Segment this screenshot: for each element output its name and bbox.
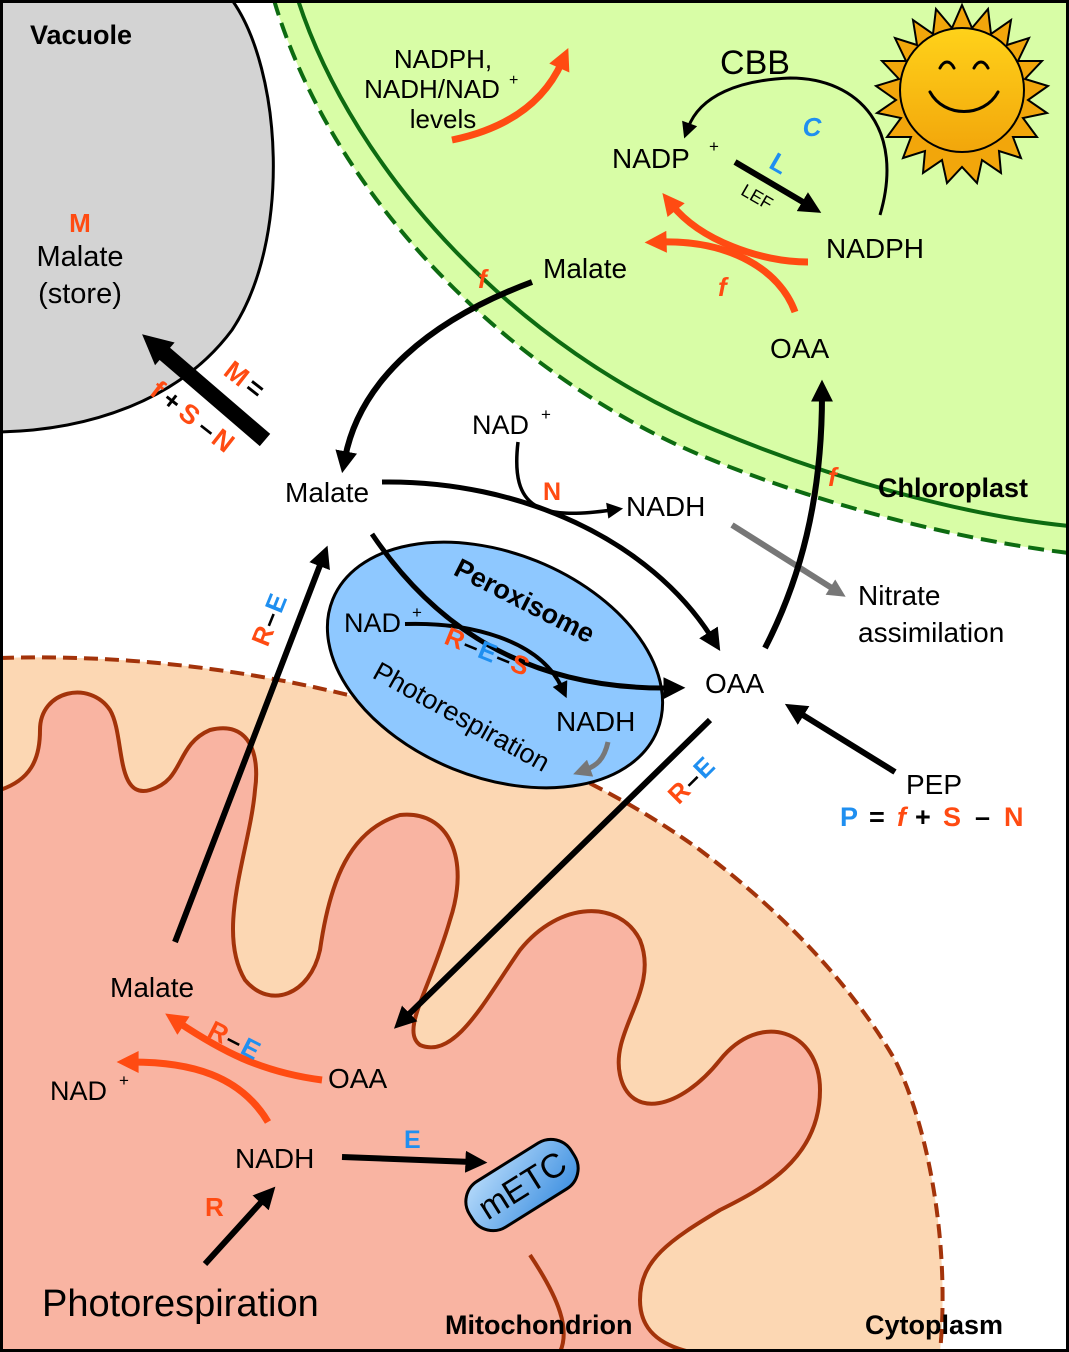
svg-text:=: = [869,802,885,832]
vacuole-region [0,0,275,434]
pep-to-oaa-arrow [784,703,897,775]
cbb-label: CBB [720,44,790,82]
malate-to-vacuole-arrow [142,334,271,447]
svg-text:–: – [975,802,990,832]
oaa-to-malate-chloroplast-arrow [644,230,799,314]
sun-icon [873,2,1051,186]
levels-line2-sup: + [509,72,518,89]
svg-text:N: N [1004,802,1024,832]
vacuole-malate-label: Malate [36,241,123,273]
peroxisome-nadh-label: NADH [556,706,635,737]
svg-text:S: S [943,802,961,832]
mito-e-label: E [404,1126,421,1154]
cytosol-oaa-label: OAA [705,668,764,699]
mito-nadh-to-nad-arrow [116,1051,272,1124]
peroxisome-nadh-gray-arrow [573,741,611,777]
nitrate-label-line1: Nitrate [858,580,940,611]
cbb-c-label: C [803,112,823,142]
pep-label: PEP [906,769,962,800]
cytosol-nad-label: NAD [472,410,529,440]
re-label-upward: R – E [245,589,293,650]
nitrate-assimilation-arrow [730,522,846,597]
mito-malate-export-arrow [172,545,330,944]
chloroplast-nadp-label: NADP [612,143,690,174]
oaa-to-mitochondrion-arrow [393,717,713,1029]
levels-line1: NADPH, [394,44,492,74]
nitrate-label-line2: assimilation [858,617,1004,648]
cytoplasm-title: Cytoplasm [865,1310,1003,1340]
cytosol-n-label: N [543,478,561,506]
cytosol-nad-sup: + [541,405,551,424]
peroxisome-region [325,540,665,790]
pep-flux-equation: P = f + S – N [840,802,1024,832]
levels-rising-arrow [451,47,570,144]
mito-nadh-label: NADH [235,1143,314,1174]
peroxisome-nad-label: NAD [344,608,401,638]
chloroplast-nadp-sup: + [709,137,719,156]
arrows [116,47,897,1267]
mito-malate-label: Malate [110,972,194,1003]
svg-text:+: + [915,802,931,832]
photorespiration-to-nadh-arrow [202,1186,276,1267]
chloroplast-valve-f: f [718,272,729,302]
chloroplast-export-f: f [478,264,489,294]
peroxisome-res-label: R – E – S [441,621,534,682]
mito-nad-sup: + [119,1071,129,1090]
cbb-cycle-arrow [682,76,889,216]
peroxisome-nad-to-nadh-arrow [404,621,568,699]
mito-oaa-label: OAA [328,1063,387,1094]
mitochondrion-title: Mitochondrion [445,1310,632,1340]
chloroplast-oaa-label: OAA [770,333,829,364]
levels-line3: levels [410,104,476,134]
cytosol-malate-label: Malate [285,477,369,508]
svg-text:P: P [840,802,858,832]
oaa-import-arrow [762,379,833,650]
nadh-to-metc-arrow [341,1150,488,1173]
chloroplast-title: Chloroplast [878,473,1028,503]
levels-line2: NADH/NAD [364,74,500,104]
malate-to-oaa-peroxisome-arrow [369,532,686,700]
peroxisome-nad-sup: + [412,603,422,622]
chloroplast-nadph-label: NADPH [826,233,924,264]
malate-to-oaa-arrow [381,479,721,652]
mito-oaa-to-malate-arrow [165,1013,323,1084]
nadph-to-nadp-arrow [662,192,809,266]
svg-text:f: f [897,802,909,832]
vacuole-store-label: (store) [38,278,122,310]
malate-export-arrow [335,279,534,474]
mito-photorespiration-label: Photorespiration [42,1283,319,1325]
lef-arrow [733,159,822,213]
vacuole-m-label: M [69,208,91,238]
chloroplast-malate-label: Malate [543,253,627,284]
mito-nad-label: NAD [50,1076,107,1106]
cytosol-nadh-label: NADH [626,491,705,522]
chloroplast-import-f: f [828,462,839,492]
mito-r-label: R [205,1192,224,1222]
vacuole-title: Vacuole [30,20,132,50]
